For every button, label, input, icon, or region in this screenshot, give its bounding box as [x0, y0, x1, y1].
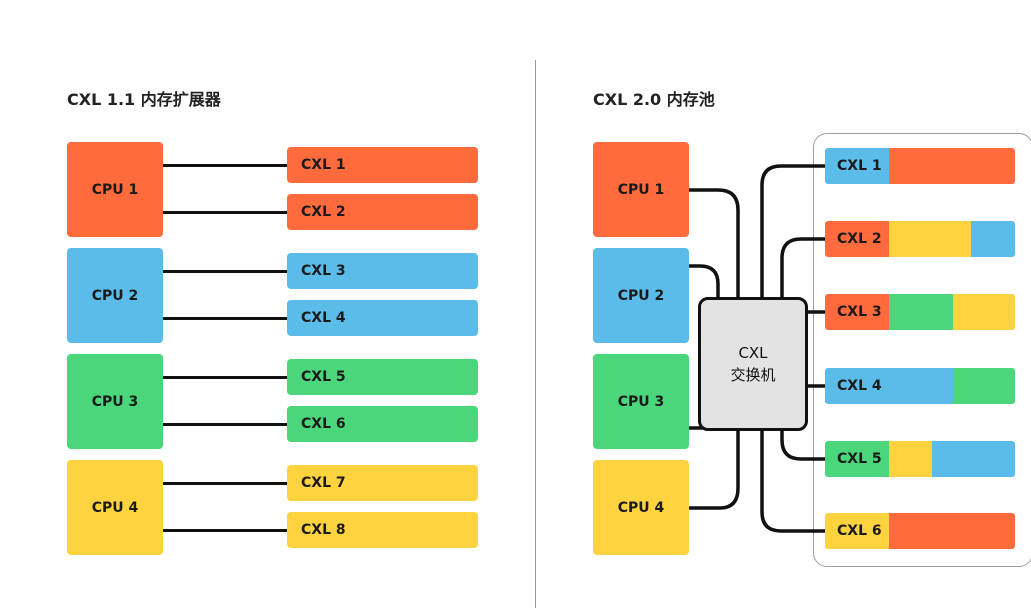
- pool-segment: [889, 148, 1015, 184]
- cpu-label: CPU 3: [91, 393, 139, 410]
- left-panel-title: CXL 1.1 内存扩展器: [67, 90, 221, 109]
- cpu-label: CPU 4: [91, 499, 139, 516]
- cxl-label: CXL 1: [301, 157, 346, 173]
- pool-cxl-3: CXL 3: [825, 294, 1015, 330]
- switch-label-line2: 交换机: [730, 366, 776, 384]
- pool-segment: [889, 221, 971, 257]
- right-cpu-3: CPU 3: [593, 354, 689, 449]
- left-cpu-2: CPU 2: [67, 248, 163, 343]
- pool-cxl-6: CXL 6: [825, 513, 1015, 549]
- cpu-label: CPU 2: [91, 287, 139, 304]
- wire-switch-cxl5: [780, 423, 827, 461]
- pool-segment: [889, 513, 1015, 549]
- cpu-label: CPU 1: [617, 181, 665, 198]
- right-cpu-4: CPU 4: [593, 460, 689, 555]
- cpu-label: CPU 1: [91, 181, 139, 198]
- pool-segment: [931, 441, 1015, 477]
- panel-divider: [535, 60, 536, 608]
- wire-switch-cxl6: [760, 423, 827, 533]
- left-cpu-4: CPU 4: [67, 460, 163, 555]
- connector-line: [162, 423, 288, 426]
- switch-label-line1: CXL: [738, 344, 768, 362]
- pool-label: CXL 6: [825, 513, 889, 549]
- cxl-switch: CXL 交换机: [698, 297, 808, 431]
- wire-cpu1-switch: [687, 188, 740, 299]
- connector-line: [162, 529, 288, 532]
- pool-cxl-2: CXL 2: [825, 221, 1015, 257]
- pool-cxl-1: CXL 1: [825, 148, 1015, 184]
- left-cxl-6: CXL 6: [287, 406, 478, 442]
- pool-label: CXL 4: [825, 368, 889, 404]
- right-cpu-2: CPU 2: [593, 248, 689, 343]
- pool-segment: [889, 441, 932, 477]
- right-cpu-1: CPU 1: [593, 142, 689, 237]
- pool-cxl-4: CXL 4: [825, 368, 1015, 404]
- wire-switch-cxl2: [780, 237, 827, 299]
- pool-label: CXL 3: [825, 294, 889, 330]
- pool-segment: [953, 368, 1015, 404]
- right-panel-title: CXL 2.0 内存池: [593, 90, 715, 109]
- left-cxl-2: CXL 2: [287, 194, 478, 230]
- connector-line: [162, 482, 288, 485]
- cxl-label: CXL 8: [301, 522, 346, 538]
- left-cpu-1: CPU 1: [67, 142, 163, 237]
- pool-segment: [889, 368, 953, 404]
- pool-segment: [953, 294, 1015, 330]
- cxl-label: CXL 2: [301, 204, 346, 220]
- pool-cxl-5: CXL 5: [825, 441, 1015, 477]
- left-cxl-5: CXL 5: [287, 359, 478, 395]
- connector-line: [162, 376, 288, 379]
- pool-segment: [970, 221, 1015, 257]
- wire-cpu4-switch: [687, 423, 740, 510]
- left-cpu-3: CPU 3: [67, 354, 163, 449]
- cxl-label: CXL 4: [301, 310, 346, 326]
- cpu-label: CPU 3: [617, 393, 665, 410]
- left-cxl-7: CXL 7: [287, 465, 478, 501]
- cxl-label: CXL 5: [301, 369, 346, 385]
- pool-label: CXL 2: [825, 221, 889, 257]
- left-cxl-3: CXL 3: [287, 253, 478, 289]
- cpu-label: CPU 4: [617, 499, 665, 516]
- cxl-label: CXL 6: [301, 416, 346, 432]
- pool-label: CXL 5: [825, 441, 889, 477]
- cxl-label: CXL 7: [301, 475, 346, 491]
- cpu-label: CPU 2: [617, 287, 665, 304]
- pool-label: CXL 1: [825, 148, 889, 184]
- connector-line: [162, 211, 288, 214]
- connector-line: [162, 164, 288, 167]
- pool-segment: [889, 294, 953, 330]
- left-cxl-8: CXL 8: [287, 512, 478, 548]
- cxl-label: CXL 3: [301, 263, 346, 279]
- wire-cpu2-switch: [687, 264, 720, 299]
- connector-line: [162, 317, 288, 320]
- memory-pool-container: [813, 133, 1031, 567]
- left-cxl-1: CXL 1: [287, 147, 478, 183]
- wire-switch-cxl1: [760, 164, 827, 299]
- left-cxl-4: CXL 4: [287, 300, 478, 336]
- connector-line: [162, 270, 288, 273]
